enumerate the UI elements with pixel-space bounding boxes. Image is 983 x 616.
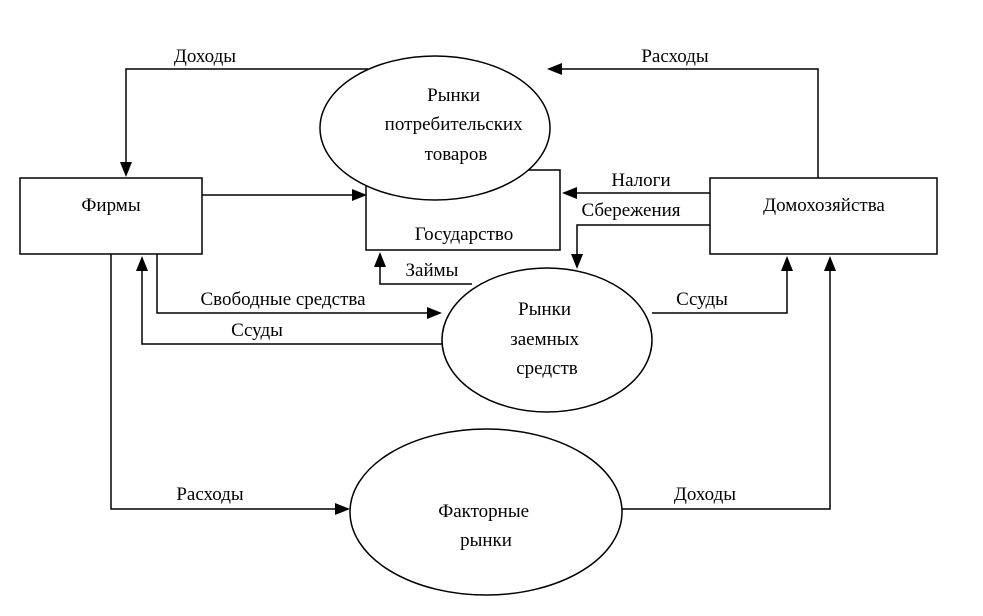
arrow-bottom-expenses (110, 254, 335, 510)
loan-market-line-3: средств (516, 358, 578, 379)
arrowhead-bottom-income (824, 256, 836, 271)
flow-taxes-label: Налоги (611, 170, 670, 191)
arrowhead-bottom-expenses (335, 503, 350, 515)
households-label: Домохозяйства (763, 195, 885, 216)
flow-bottom-income-label: Доходы (674, 484, 736, 505)
loan-market-line-2: заемных (510, 329, 579, 350)
consumer-market-line-1: Рынки (427, 85, 480, 106)
arrow-loans-to-households (652, 270, 788, 314)
flow-loans-to-households-label: Ссуды (676, 289, 728, 310)
arrow-top-income (125, 68, 368, 164)
arrow-savings (576, 224, 710, 255)
factor-market-ellipse (349, 428, 623, 596)
firms-box (19, 177, 203, 255)
arrow-free-funds (156, 254, 427, 314)
arrowhead-savings (571, 254, 583, 269)
arrow-loans-gov (379, 266, 472, 285)
government-label: Государство (415, 224, 513, 245)
consumer-market-line-2: потребительских (385, 114, 523, 135)
factor-market-label: Факторные рынки (438, 501, 534, 551)
arrowhead-loans-to-households (781, 256, 793, 271)
arrow-loans-to-firms (141, 270, 442, 345)
flow-top-income-label: Доходы (174, 46, 236, 67)
loan-market-label: Рынки заемных средств (510, 299, 584, 379)
arrowhead-free-funds (427, 307, 442, 319)
flow-loans-to-firms-label: Ссуды (231, 320, 283, 341)
firms-label: Фирмы (81, 195, 140, 216)
arrow-top-expenses (560, 68, 819, 178)
consumer-market-ellipse (319, 55, 551, 201)
households-box (709, 177, 938, 255)
arrowhead-top-expenses (547, 63, 562, 75)
factor-market-line-1: Факторные (438, 501, 529, 522)
factor-market-line-2: рынки (460, 530, 512, 551)
arrowhead-loans-to-firms (136, 256, 148, 271)
arrowhead-top-income (120, 162, 132, 177)
flow-free-funds-label: Свободные средства (200, 289, 366, 310)
flow-bottom-expenses-label: Расходы (176, 484, 244, 505)
flow-loans-gov-label: Займы (406, 260, 459, 281)
consumer-market-line-3: товаров (425, 144, 488, 165)
loan-market-line-1: Рынки (518, 299, 571, 320)
flow-top-expenses-label: Расходы (641, 46, 709, 67)
arrow-bottom-income (622, 270, 831, 510)
arrowhead-firms-to-market (352, 189, 367, 201)
flow-savings-label: Сбережения (581, 200, 680, 221)
arrowhead-taxes (562, 187, 577, 199)
loan-market-ellipse (441, 267, 653, 413)
arrowhead-loans-gov (374, 252, 386, 267)
consumer-market-label: Рынки потребительских товаров (385, 85, 528, 165)
